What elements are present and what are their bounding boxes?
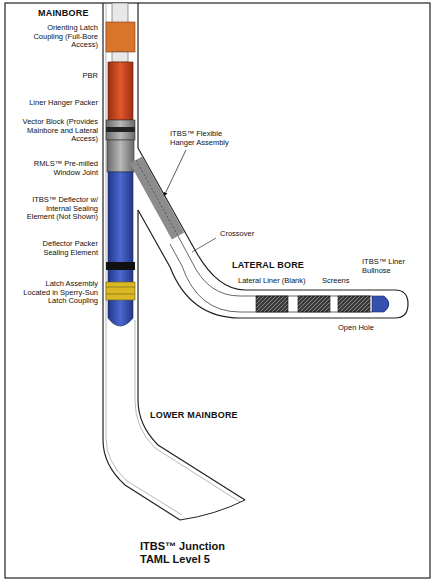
bore-heading: LOWER MAINBORE [150, 410, 260, 420]
part-label: ITBS™ Deflector w/ Internal Sealing Elem… [18, 196, 98, 222]
part-label: ITBS™ Liner Bullnose [362, 258, 414, 275]
part-label: Crossover [220, 230, 276, 239]
part-label: RMLS™ Pre-milled Window Joint [18, 160, 98, 177]
part-label: Vector Block (Provides Mainbore and Late… [18, 118, 98, 144]
caption: ITBS™ Junction TAML Level 5 [140, 540, 240, 566]
part-label: Open Hole [338, 324, 408, 333]
part-label: ITBS™ Flexible Hanger Assembly [170, 130, 236, 147]
part-label: Screens [322, 277, 360, 286]
part-label: Liner Hanger Packer [28, 99, 98, 108]
bore-heading: MAINBORE [38, 8, 118, 18]
part-label: Lateral Liner (Blank) [238, 277, 314, 286]
part-label: Orienting Latch Coupling (Full-Bore Acce… [28, 24, 98, 50]
part-label: Latch Assembly Located in Sperry-Sun Lat… [18, 280, 98, 306]
bore-heading: LATERAL BORE [232, 260, 332, 270]
part-label: PBR [28, 72, 98, 81]
part-label: Deflector Packer Sealing Element [18, 240, 98, 257]
